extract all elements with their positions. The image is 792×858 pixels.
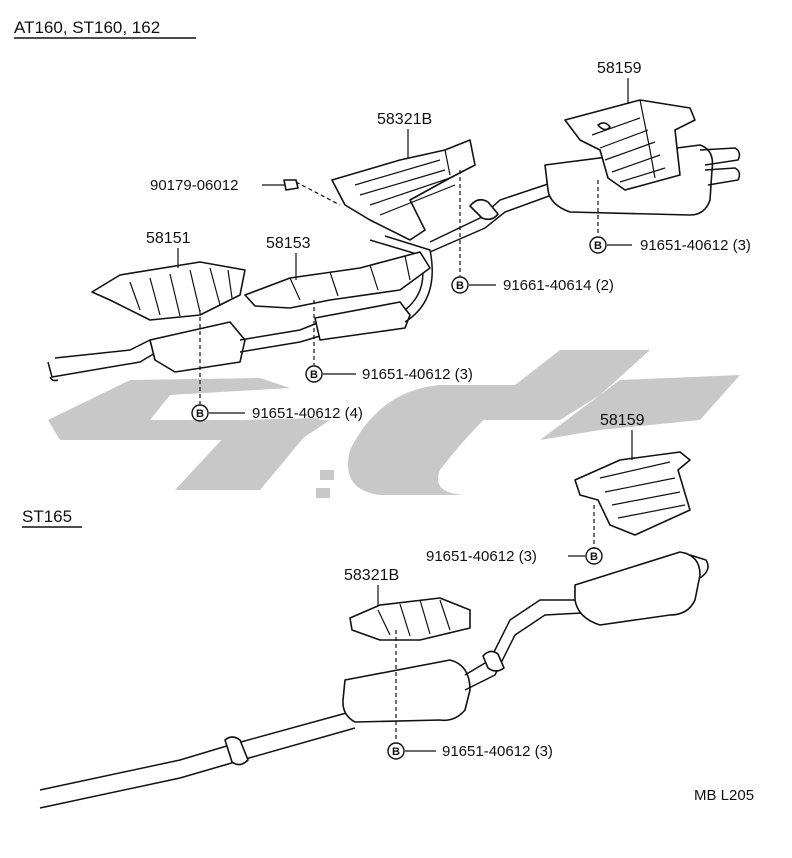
label-top-58153: 58153 [266,235,311,252]
label-top-58321b: 58321B [377,111,432,128]
bottom-insulator-58321b [349,597,471,641]
top-insulator-58153 [244,251,431,309]
bolt-marker: B [310,369,318,381]
label-top-bolt-b: 91661-40614 (2) [503,277,614,294]
bolt-marker: B [456,280,464,292]
bolt-marker: B [590,551,598,563]
bottom-insulator-58159 [574,451,691,536]
label-bottom-bolt-b: 91651-40612 (3) [442,743,553,760]
label-bottom-58159: 58159 [600,412,645,429]
bottom-section-header: ST165 [22,507,72,526]
label-top-58159: 58159 [597,60,642,77]
label-bottom-bolt-a: 91651-40612 (3) [426,548,537,565]
label-top-bolt-c: 91651-40612 (3) [362,366,473,383]
bolt-icon [589,236,607,254]
label-clip-90179: 90179-06012 [150,177,238,194]
bolt-icon [191,404,209,422]
clip-icon [283,179,299,191]
bolt-marker: B [392,746,400,758]
label-bottom-58321b: 58321B [344,567,399,584]
bolt-marker: B [594,240,602,252]
top-insulator-58321b [331,139,476,241]
bolt-icon [585,547,603,565]
bolt-icon [305,365,323,383]
label-top-bolt-a: 91651-40612 (3) [640,237,751,254]
top-section-header: AT160, ST160, 162 [14,18,160,37]
bolt-icon [387,742,405,760]
label-top-58151: 58151 [146,230,191,247]
bolt-icon [451,276,469,294]
top-insulator-58151 [91,261,246,321]
dashed-clip [295,181,341,206]
watermark [48,350,740,498]
figure-code: MB L205 [694,787,754,804]
bottom-exhaust-pipe [39,551,709,809]
label-top-bolt-d: 91651-40612 (4) [252,405,363,422]
top-insulator-58159 [564,99,696,191]
bolt-marker: B [196,408,204,420]
